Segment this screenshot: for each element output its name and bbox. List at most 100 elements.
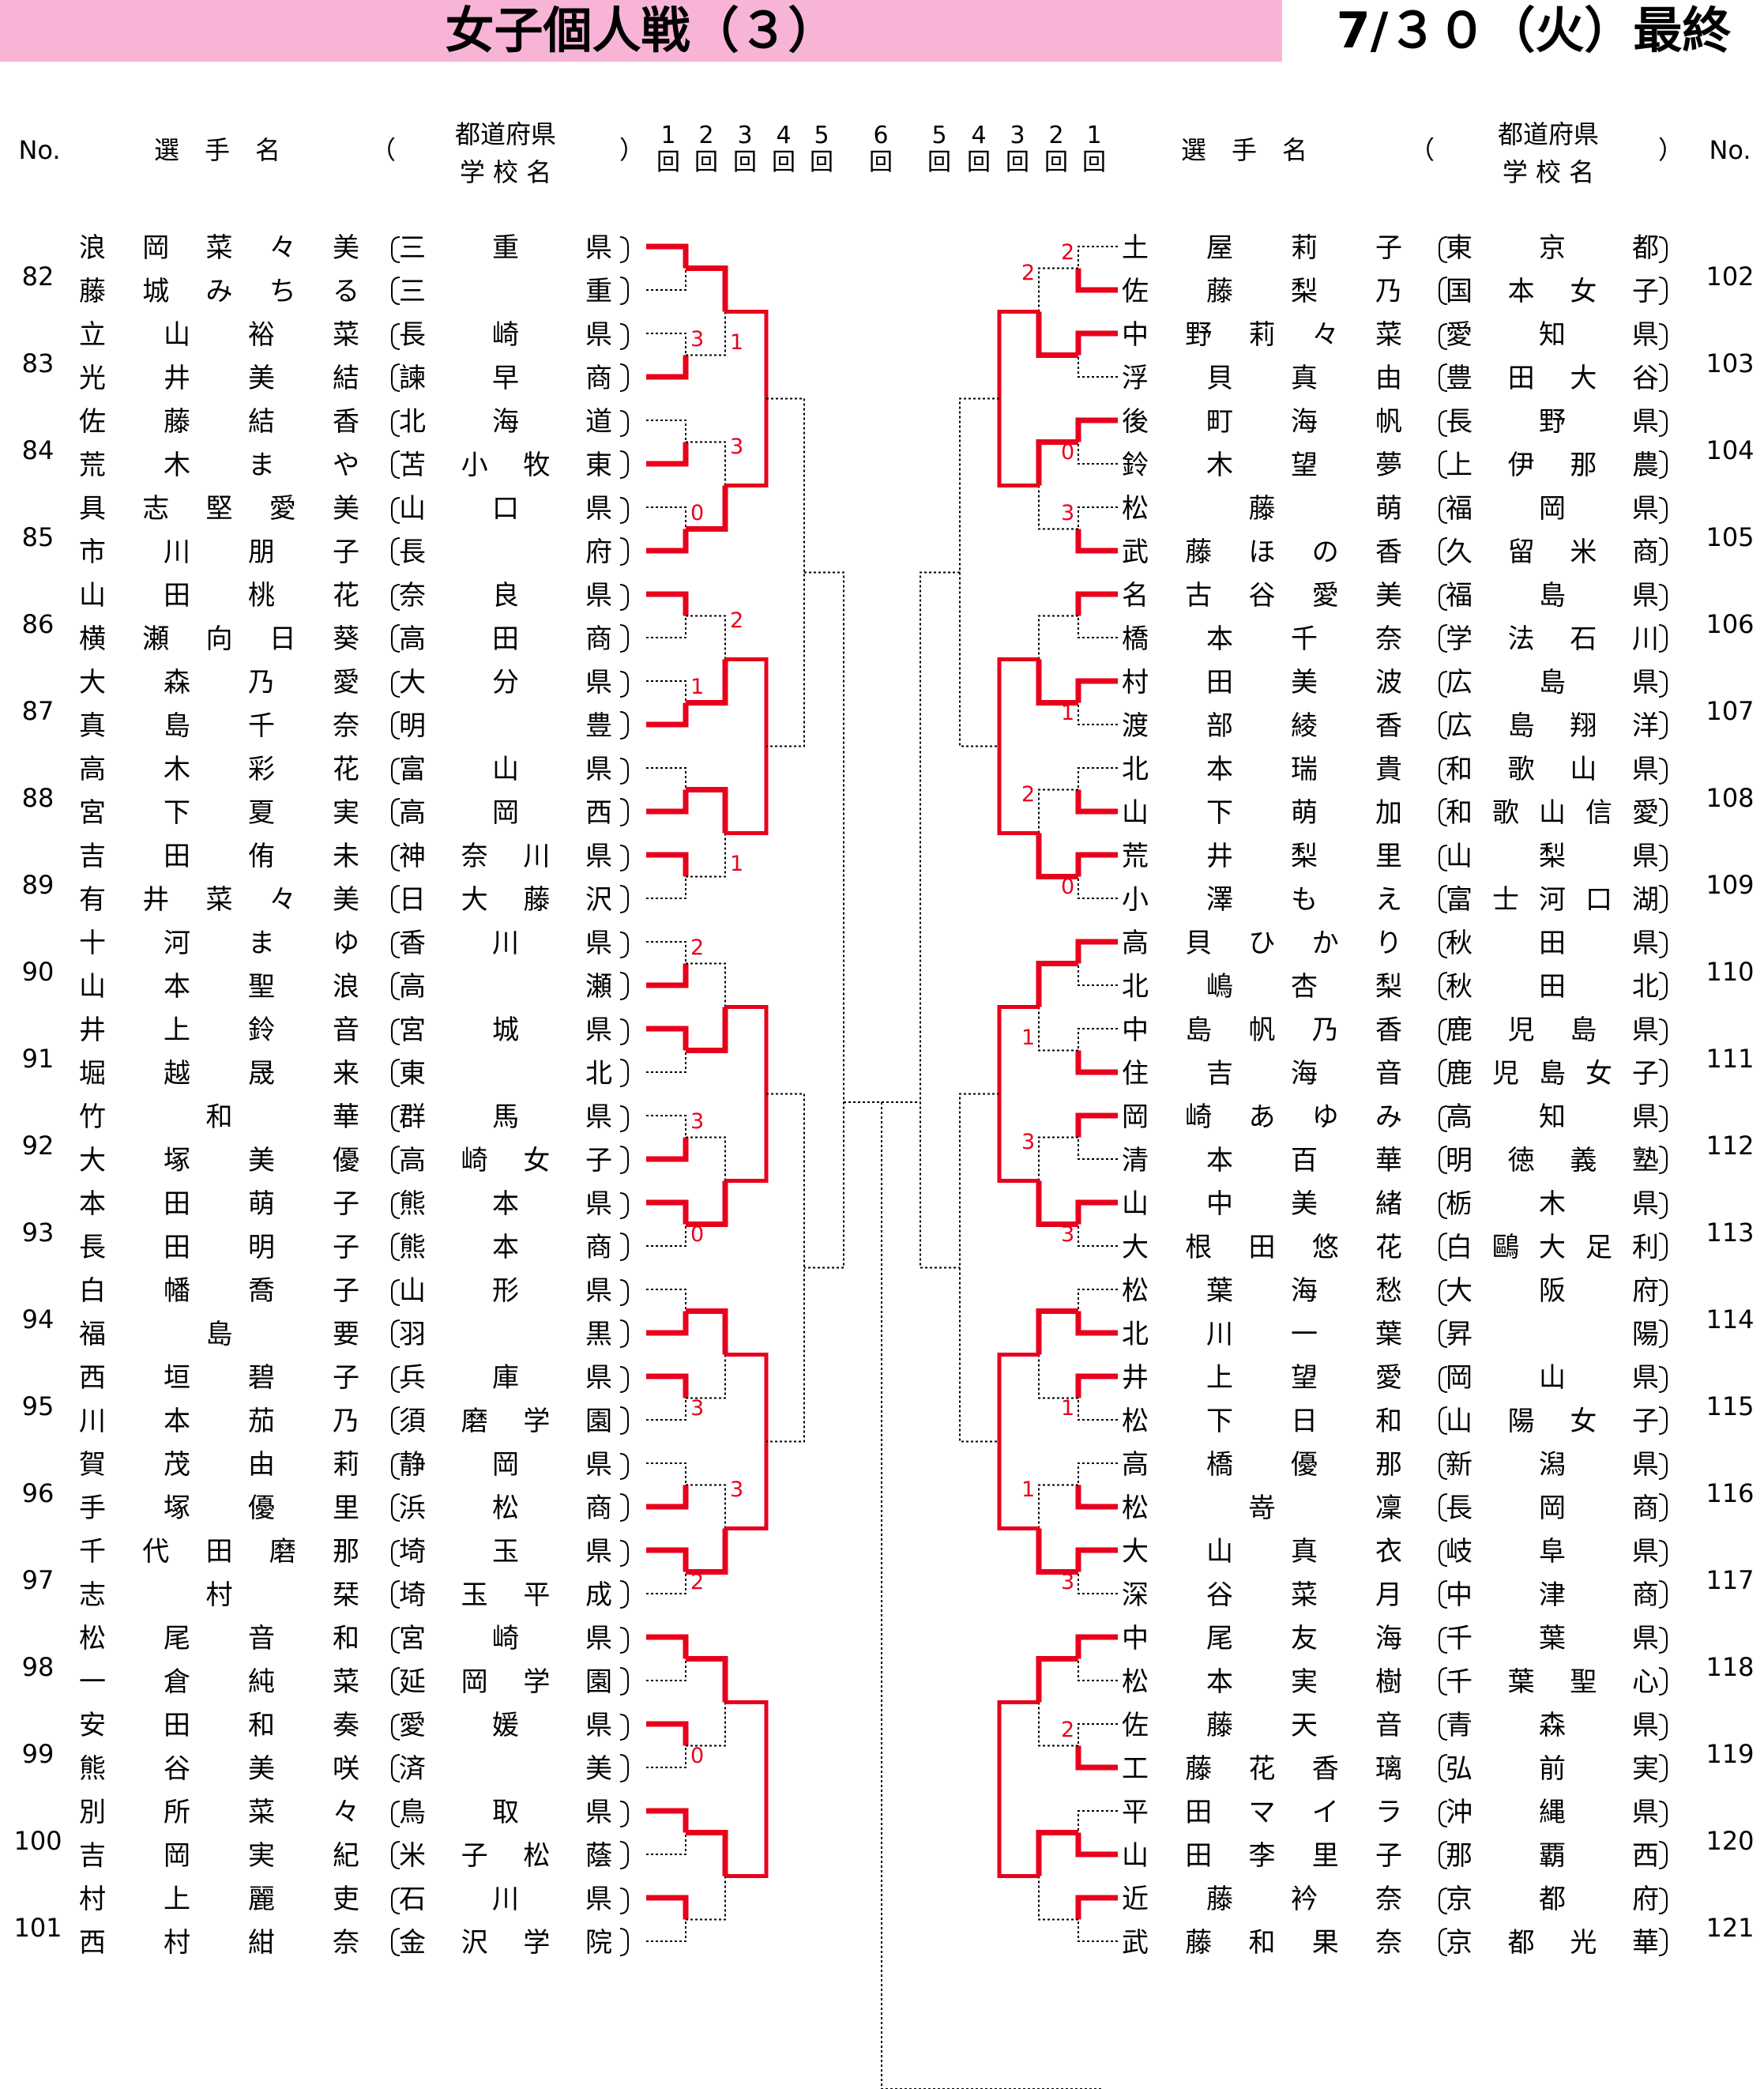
r1-winner-line: [646, 1485, 689, 1510]
right_entries-name: 大山真衣: [1122, 1536, 1402, 1568]
r2-winner-line: [1036, 1308, 1078, 1355]
brace-close: [1658, 1801, 1668, 1827]
right_entries-no: 106: [1706, 609, 1755, 639]
brace-open: [1439, 1754, 1448, 1782]
r1-loser-line: [646, 268, 686, 291]
brace-open: [391, 1667, 401, 1696]
right_entries-school: 東京都: [1446, 232, 1659, 264]
r2-winner-line: [686, 1308, 728, 1355]
right_entries-school: 山梨県: [1446, 841, 1659, 872]
left_entries-name: 十河まゆ: [79, 928, 359, 959]
left_entries-school: 浜松商: [399, 1492, 612, 1524]
round-line: [725, 657, 769, 835]
brace-open: [391, 972, 401, 1000]
right_entries-school: 和歌山信愛: [1446, 797, 1659, 829]
r2-winner-line: [1036, 833, 1078, 879]
right_entries-no: 119: [1706, 1739, 1755, 1769]
left_entries-school: 鳥取県: [399, 1797, 612, 1828]
left_entries-name: 白幡喬子: [79, 1275, 359, 1307]
left_entries-school: 愛媛県: [399, 1710, 612, 1741]
r2-loser-line: [686, 1354, 726, 1399]
left_entries-school: 延岡学園: [399, 1666, 612, 1698]
round-header-r2: 2回: [1044, 122, 1068, 176]
brace-open: [1439, 1453, 1448, 1480]
school-header-right: 学 校 名: [1502, 157, 1595, 187]
r2-winner-line: [1036, 961, 1078, 1007]
right_entries-no: 121: [1706, 1913, 1755, 1943]
r2-winner-line: [1036, 1830, 1078, 1876]
right_entries-no: 116: [1706, 1478, 1755, 1508]
right_entries-school: 沖縄県: [1446, 1797, 1659, 1828]
left_entries-school: 静岡県: [399, 1449, 612, 1481]
right_entries-name: 鈴木望夢: [1122, 450, 1402, 481]
brace-close: [1658, 1146, 1668, 1174]
r1-winner-line: [646, 442, 689, 467]
right_entries-name: 佐藤天音: [1122, 1710, 1402, 1741]
right_entries-no: 112: [1706, 1131, 1755, 1161]
left_entries-name: 一倉純菜: [79, 1666, 359, 1698]
r1-loser-line: [646, 941, 686, 964]
right_entries-name: 松葉海愁: [1122, 1275, 1402, 1307]
right_entries-school: 富士河口湖: [1446, 884, 1659, 916]
right_entries-no: 114: [1706, 1304, 1755, 1334]
left_entries-name: 荒木まや: [79, 450, 359, 481]
brace-open: [1439, 1059, 1448, 1087]
round-line: [725, 1700, 769, 1878]
r1-loser-line: [646, 506, 686, 529]
r2-winner-line: [1036, 659, 1078, 706]
brace-close: [1658, 1928, 1668, 1956]
brace-open: [391, 1233, 401, 1261]
right_entries-school: 国本女子: [1446, 276, 1659, 307]
brace-close: [1658, 1888, 1668, 1914]
brace-open: [1439, 323, 1448, 350]
right_entries-name: 北本瑞貴: [1122, 754, 1402, 785]
left_entries-name: 吉田侑未: [79, 841, 359, 872]
r1-winner-line: [1075, 268, 1118, 293]
brace-open: [1439, 1627, 1448, 1654]
brace-open: [1439, 1146, 1448, 1174]
r1-loser-line: [1078, 442, 1118, 465]
brace-open: [391, 1105, 401, 1132]
brace-close: [1658, 1453, 1668, 1480]
left_entries-school: 金沢学院: [399, 1927, 612, 1959]
r1-loser-line: [1078, 1224, 1118, 1247]
r1-loser-line: [1078, 246, 1118, 269]
r1-winner-line: [1075, 591, 1118, 616]
left_entries-name: 高木彩花: [79, 754, 359, 785]
brace-close: [619, 236, 629, 263]
r2-loser-line: [1038, 615, 1078, 660]
r2-winner-line: [686, 485, 728, 532]
brace-close: [619, 972, 629, 1000]
r1-winner-line: [646, 1634, 689, 1659]
r1-winner-line: [1075, 529, 1118, 554]
left_entries-no: 94: [21, 1304, 55, 1334]
pref-header-right: 都道府県: [1497, 119, 1599, 149]
left_entries-name: 立山裕菜: [79, 319, 359, 351]
brace-open: [391, 1406, 401, 1435]
brace-open: [1439, 1540, 1448, 1567]
left_entries-school: 埼玉県: [399, 1536, 612, 1568]
r1-winner-line: [1075, 1547, 1118, 1572]
r1-winner-line: [1075, 678, 1118, 703]
r1-loser-line: [646, 1398, 686, 1421]
r1-loser-line: [1078, 1658, 1118, 1681]
right_entries-name: 井上望愛: [1122, 1362, 1402, 1394]
right_entries-name: 浮貝真由: [1122, 363, 1402, 394]
right_entries-name: 荒井梨里: [1122, 841, 1402, 872]
right_entries-name: 住吉海音: [1122, 1058, 1402, 1090]
brace-open: [391, 845, 401, 871]
brace-open: [1439, 885, 1448, 913]
left_entries-name: 具志堅愛美: [79, 493, 359, 525]
r1-winner-line: [1075, 330, 1118, 356]
brace-close: [619, 410, 629, 437]
brace-close: [619, 671, 629, 698]
right_entries-no: 102: [1706, 262, 1755, 292]
r2-winner-line: [686, 787, 728, 834]
brace-open: [391, 671, 401, 698]
right_entries-school: 広島県: [1446, 667, 1659, 698]
brace-close: [619, 845, 629, 871]
brace-close: [1658, 584, 1668, 611]
r1-loser-line: [646, 876, 686, 899]
right_entries-name: 名古谷愛美: [1122, 580, 1402, 612]
brace-open: [1439, 671, 1448, 698]
